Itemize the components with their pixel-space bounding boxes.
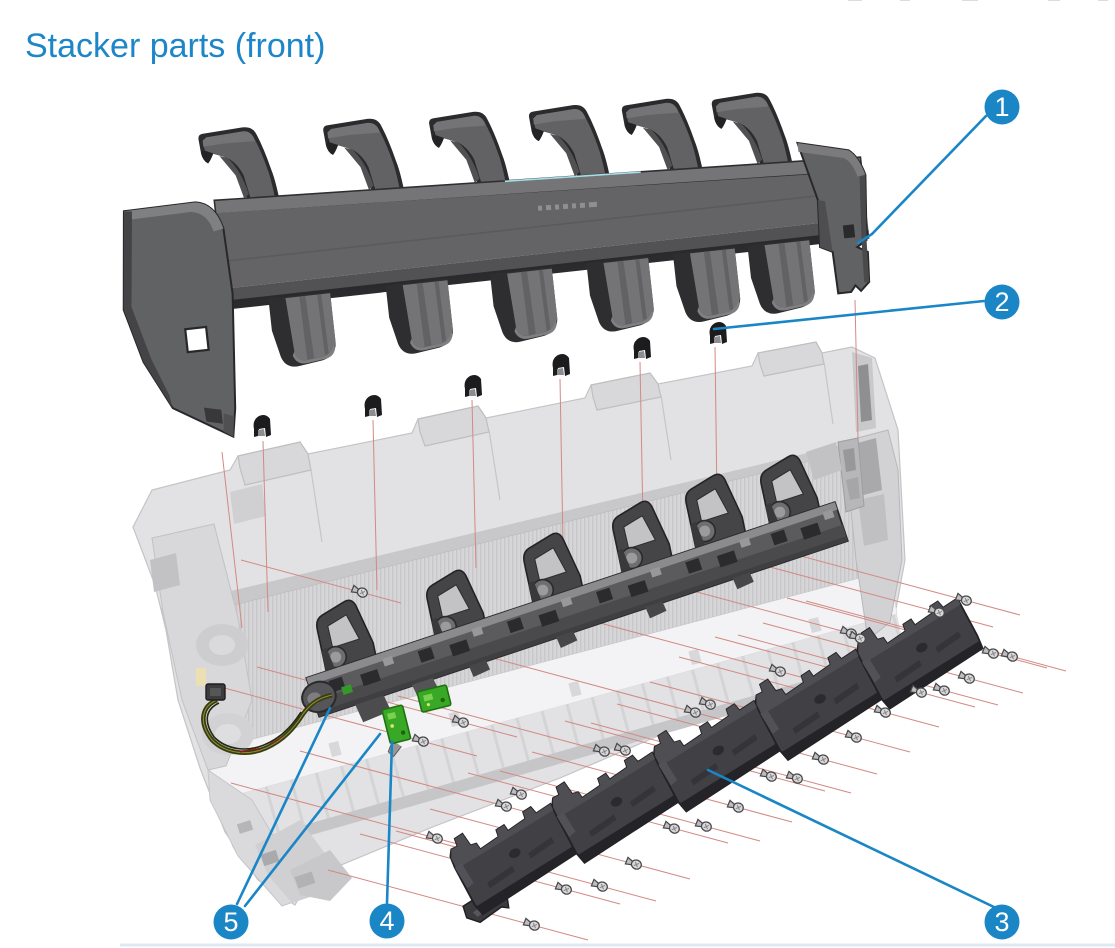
- svg-text:4: 4: [379, 906, 394, 936]
- svg-text:2: 2: [994, 287, 1009, 317]
- svg-text:5: 5: [223, 907, 238, 937]
- svg-text:3: 3: [994, 907, 1009, 937]
- svg-text:1: 1: [994, 92, 1009, 122]
